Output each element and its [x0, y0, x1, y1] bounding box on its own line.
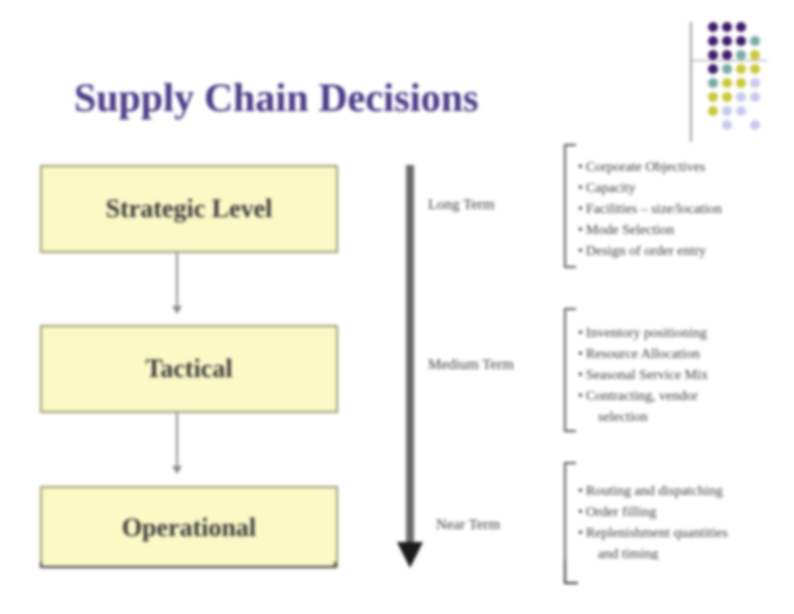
list-item: Corporate Objectives: [578, 157, 722, 178]
deco-dot: [750, 50, 760, 60]
tactical-box: Tactical: [40, 325, 338, 413]
deco-dot: [750, 120, 760, 130]
connector-line: [176, 251, 178, 307]
list-item: Inventory positioning: [578, 323, 708, 344]
deco-dot: [722, 22, 732, 32]
connector-arrowhead: [172, 466, 182, 474]
list-item: Facilities – size/location: [578, 199, 722, 220]
list-item: Order filling: [578, 502, 728, 523]
list-item: Contracting, vendor: [578, 386, 708, 407]
baseline-tick: [334, 562, 336, 568]
deco-dot: [722, 92, 732, 102]
list-item: Design of order entry: [578, 241, 722, 262]
deco-dot: [722, 36, 732, 46]
deco-dot: [750, 92, 760, 102]
near-term-decisions-list: Routing and dispatching Order filling Re…: [578, 481, 728, 560]
near-term-bracket-tail: [564, 560, 566, 584]
deco-dot: [708, 22, 718, 32]
deco-dot: [736, 92, 746, 102]
near-term-bracket-foot: [564, 582, 578, 584]
deco-dot: [722, 50, 732, 60]
long-term-bracket: [564, 144, 576, 268]
deco-horizontal-line: [691, 60, 767, 61]
deco-dot: [750, 64, 760, 74]
near-term-label: Near Term: [436, 517, 501, 533]
time-horizon-arrow: [406, 165, 414, 545]
long-term-decisions-list: Corporate Objectives Capacity Facilities…: [578, 157, 722, 262]
deco-dot: [708, 78, 718, 88]
deco-vertical-line: [690, 22, 692, 142]
medium-term-decisions-list: Inventory positioning Resource Allocatio…: [578, 323, 708, 428]
deco-dot: [708, 106, 718, 116]
deco-dot: [708, 64, 718, 74]
time-horizon-arrowhead: [397, 542, 423, 568]
medium-term-bracket: [564, 308, 576, 432]
list-item: Capacity: [578, 178, 722, 199]
medium-term-label: Medium Term: [428, 357, 514, 373]
deco-dot: [708, 36, 718, 46]
deco-dot: [708, 92, 718, 102]
deco-dot: [722, 120, 732, 130]
near-term-bracket: [564, 462, 576, 562]
operational-box-baseline: [40, 566, 336, 568]
list-item: Replenishment quantities: [578, 523, 728, 544]
deco-dot: [736, 36, 746, 46]
list-item-continuation-text: selection: [598, 410, 648, 425]
list-item-continuation: and timing: [578, 544, 728, 560]
deco-dot: [750, 36, 760, 46]
deco-dot: [736, 22, 746, 32]
deco-dot: [722, 78, 732, 88]
list-item-continuation-text: and timing: [598, 547, 659, 560]
deco-dot: [736, 50, 746, 60]
slide-title: Supply Chain Decisions: [74, 75, 479, 120]
deco-dot: [736, 78, 746, 88]
strategic-level-box: Strategic Level: [40, 165, 338, 253]
connector-line: [176, 411, 178, 467]
deco-dot: [750, 78, 760, 88]
list-item: Mode Selection: [578, 220, 722, 241]
deco-dot: [708, 50, 718, 60]
deco-dot: [722, 64, 732, 74]
deco-dot: [736, 106, 746, 116]
deco-dot: [722, 106, 732, 116]
list-item: Seasonal Service Mix: [578, 365, 708, 386]
list-item-continuation: selection: [578, 407, 708, 428]
list-item: Resource Allocation: [578, 344, 708, 365]
operational-box: Operational: [40, 486, 338, 568]
long-term-label: Long Term: [428, 197, 495, 213]
connector-arrowhead: [172, 306, 182, 314]
list-item: Routing and dispatching: [578, 481, 728, 502]
deco-dot: [736, 64, 746, 74]
corner-dot-decoration: [690, 18, 770, 158]
baseline-tick: [40, 562, 42, 568]
